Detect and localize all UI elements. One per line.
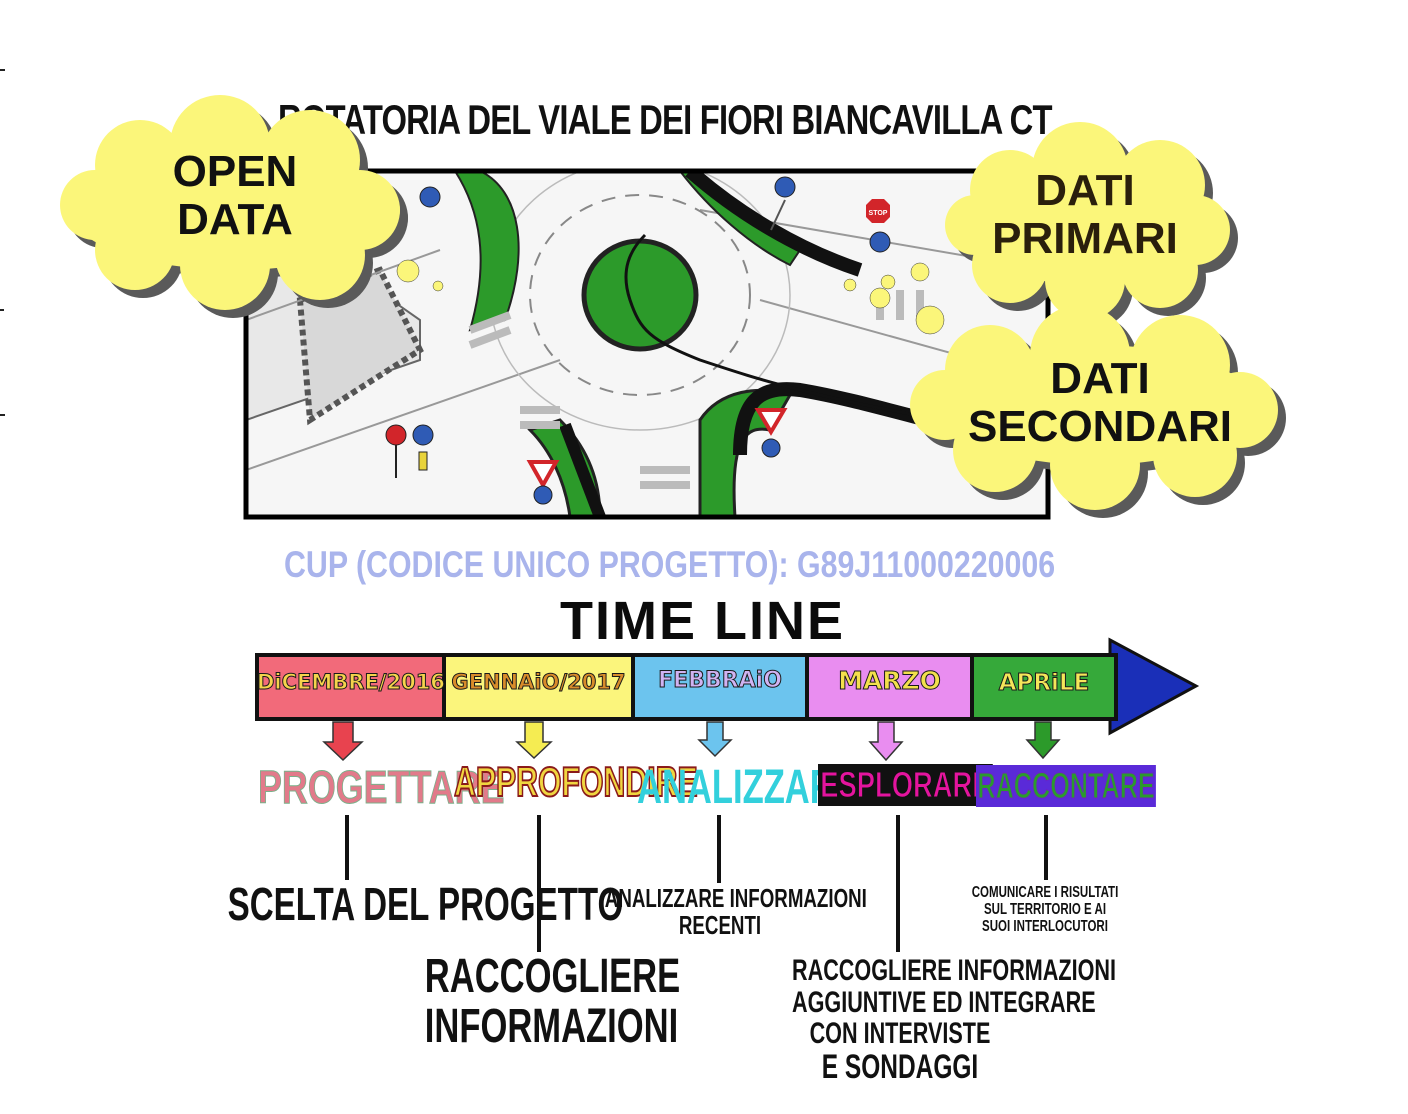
cloud-dati-primari	[945, 122, 1238, 328]
desc-analizzare: ANALIZZARE INFORMAZIONI RECENTI	[604, 883, 867, 941]
road-signs: STOP	[385, 176, 891, 505]
month-label-dicembre: DiCEMBRE/2016	[257, 670, 446, 695]
verb-progettare: PROGETTARE	[258, 761, 505, 814]
desc-approfondire: RACCOGLIERE INFORMAZIONI	[424, 950, 681, 1054]
cloud-open-data-text: OPEN DATA	[172, 147, 298, 245]
month-box-gennaio	[442, 653, 635, 721]
timeline-title: TIME LINE	[560, 591, 845, 651]
timeline-bar	[255, 637, 1200, 736]
desc-raccontare: COMUNICARE I RISULTATI SUL TERRITORIO E …	[971, 884, 1119, 935]
month-label-aprile: APRiLE	[998, 670, 1090, 697]
desc-esplorare: RACCOGLIERE INFORMAZIONI AGGIUNTIVE ED I…	[792, 954, 1116, 1086]
verb-esplorare: ESPLORARE	[818, 764, 993, 806]
month-arrows	[322, 721, 1061, 762]
month-label-febbraio: FEBBRAiO	[658, 668, 783, 694]
cloud-dati-secondari-text: DATI SECONDARI	[967, 354, 1233, 452]
verb-approfondire: APPROFONDIRE	[453, 757, 698, 806]
month-box-dicembre	[255, 653, 446, 721]
cup-code: CUP (CODICE UNICO PROGETTO): G89J1100022…	[284, 544, 1056, 585]
month-label-gennaio: GENNAiO/2017	[451, 670, 626, 695]
cloud-dati-secondari	[910, 305, 1286, 518]
month-label-marzo: MARZO	[838, 666, 942, 696]
timeline-arrow-head	[1108, 637, 1200, 736]
desc-progettare: SCELTA DEL PROGETTO	[227, 878, 624, 930]
cloud-dati-primari-text: DATI PRIMARI	[992, 166, 1178, 264]
cloud-open-data	[60, 95, 408, 318]
page-title: ROTATORIA DEL VIALE DEI FIORI BIANCAVILL…	[278, 96, 1053, 143]
verb-raccontare: RACCONTARE	[976, 765, 1157, 807]
month-box-febbraio	[631, 653, 809, 721]
connector-lines	[345, 815, 1048, 952]
svg-text:STOP: STOP	[869, 210, 888, 217]
month-box-aprile	[970, 653, 1118, 721]
